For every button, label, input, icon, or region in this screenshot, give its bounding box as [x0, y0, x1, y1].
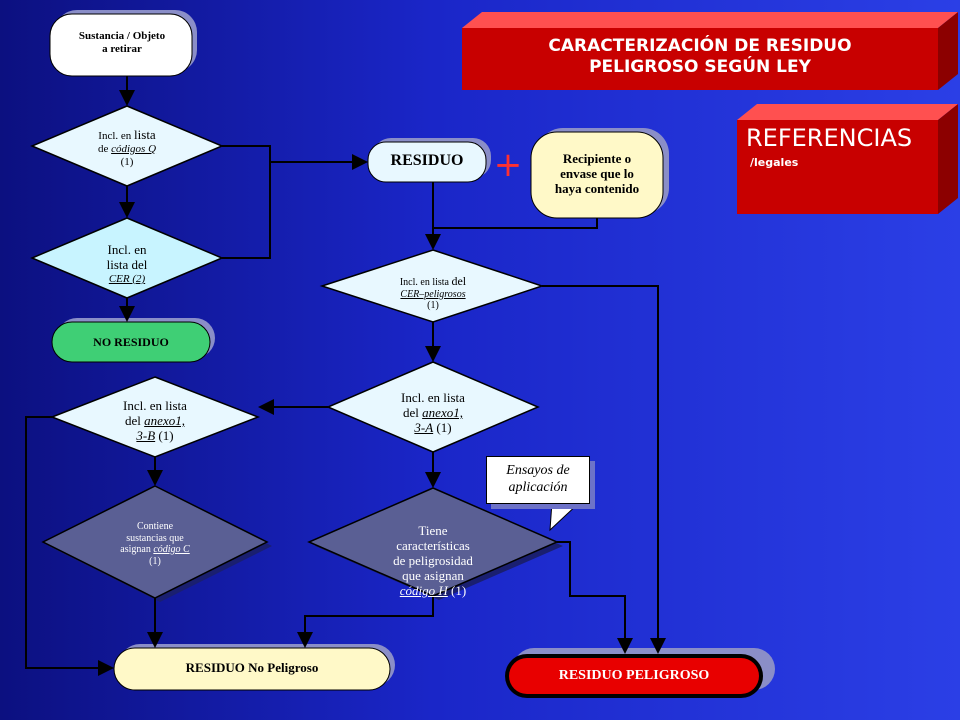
residuo-no-peligroso-node — [113, 644, 395, 691]
residuo-node — [367, 138, 491, 183]
title-banner-text: CARACTERIZACIÓN DE RESIDUO PELIGROSO SEG… — [462, 36, 938, 79]
residuo-no-peligroso-label: RESIDUO No Peligroso — [185, 660, 319, 675]
recipiente-label: Recipiente o envase que lo haya contenid… — [554, 151, 640, 196]
residuo-peligroso-label: RESIDUO PELIGROSO — [558, 668, 710, 683]
start-node — [49, 10, 197, 77]
decision-anexo-3b-label: Incl. en lista del anexo1, 3-B (1) — [123, 398, 187, 443]
no-residuo-label: NO RESIDUO — [93, 335, 169, 349]
title-banner — [462, 12, 958, 90]
decision-codigo-c-label: Contiene sustancias que asignan código C… — [120, 521, 190, 567]
start-label: Sustancia / Objeto a retirar — [78, 30, 166, 55]
title-line1: CARACTERIZACIÓN DE RESIDUO — [548, 36, 852, 56]
ensayos-callout[interactable]: Ensayos de aplicación — [486, 456, 590, 504]
title-line2: PELIGROSO SEGÚN LEY — [589, 57, 811, 78]
callout-pointer — [549, 501, 582, 532]
recipiente-node — [530, 128, 669, 219]
decision-anexo-3a-label: Incl. en lista del anexo1, 3-A (1) — [401, 390, 465, 435]
decision-cer-label: Incl. en lista del CER (2) — [106, 242, 148, 285]
residuo-peligroso-node — [505, 648, 775, 698]
decision-cer-peligrosos-label: Incl. en lista del CER–peligrosos (1) — [399, 274, 467, 312]
references-subtitle[interactable]: /legales — [750, 156, 799, 169]
references-title[interactable]: REFERENCIAS — [746, 124, 913, 152]
references-box[interactable] — [737, 104, 958, 214]
no-residuo-node — [51, 318, 215, 363]
connectors — [25, 76, 666, 676]
decision-codigo-h-label: Tiene características de peligrosidad qu… — [393, 523, 473, 598]
decision-codigos-q-label: Incl. en lista de códigos Q (1) — [97, 127, 157, 168]
residuo-label: RESIDUO — [390, 152, 464, 169]
plus-sign: + — [493, 145, 523, 185]
